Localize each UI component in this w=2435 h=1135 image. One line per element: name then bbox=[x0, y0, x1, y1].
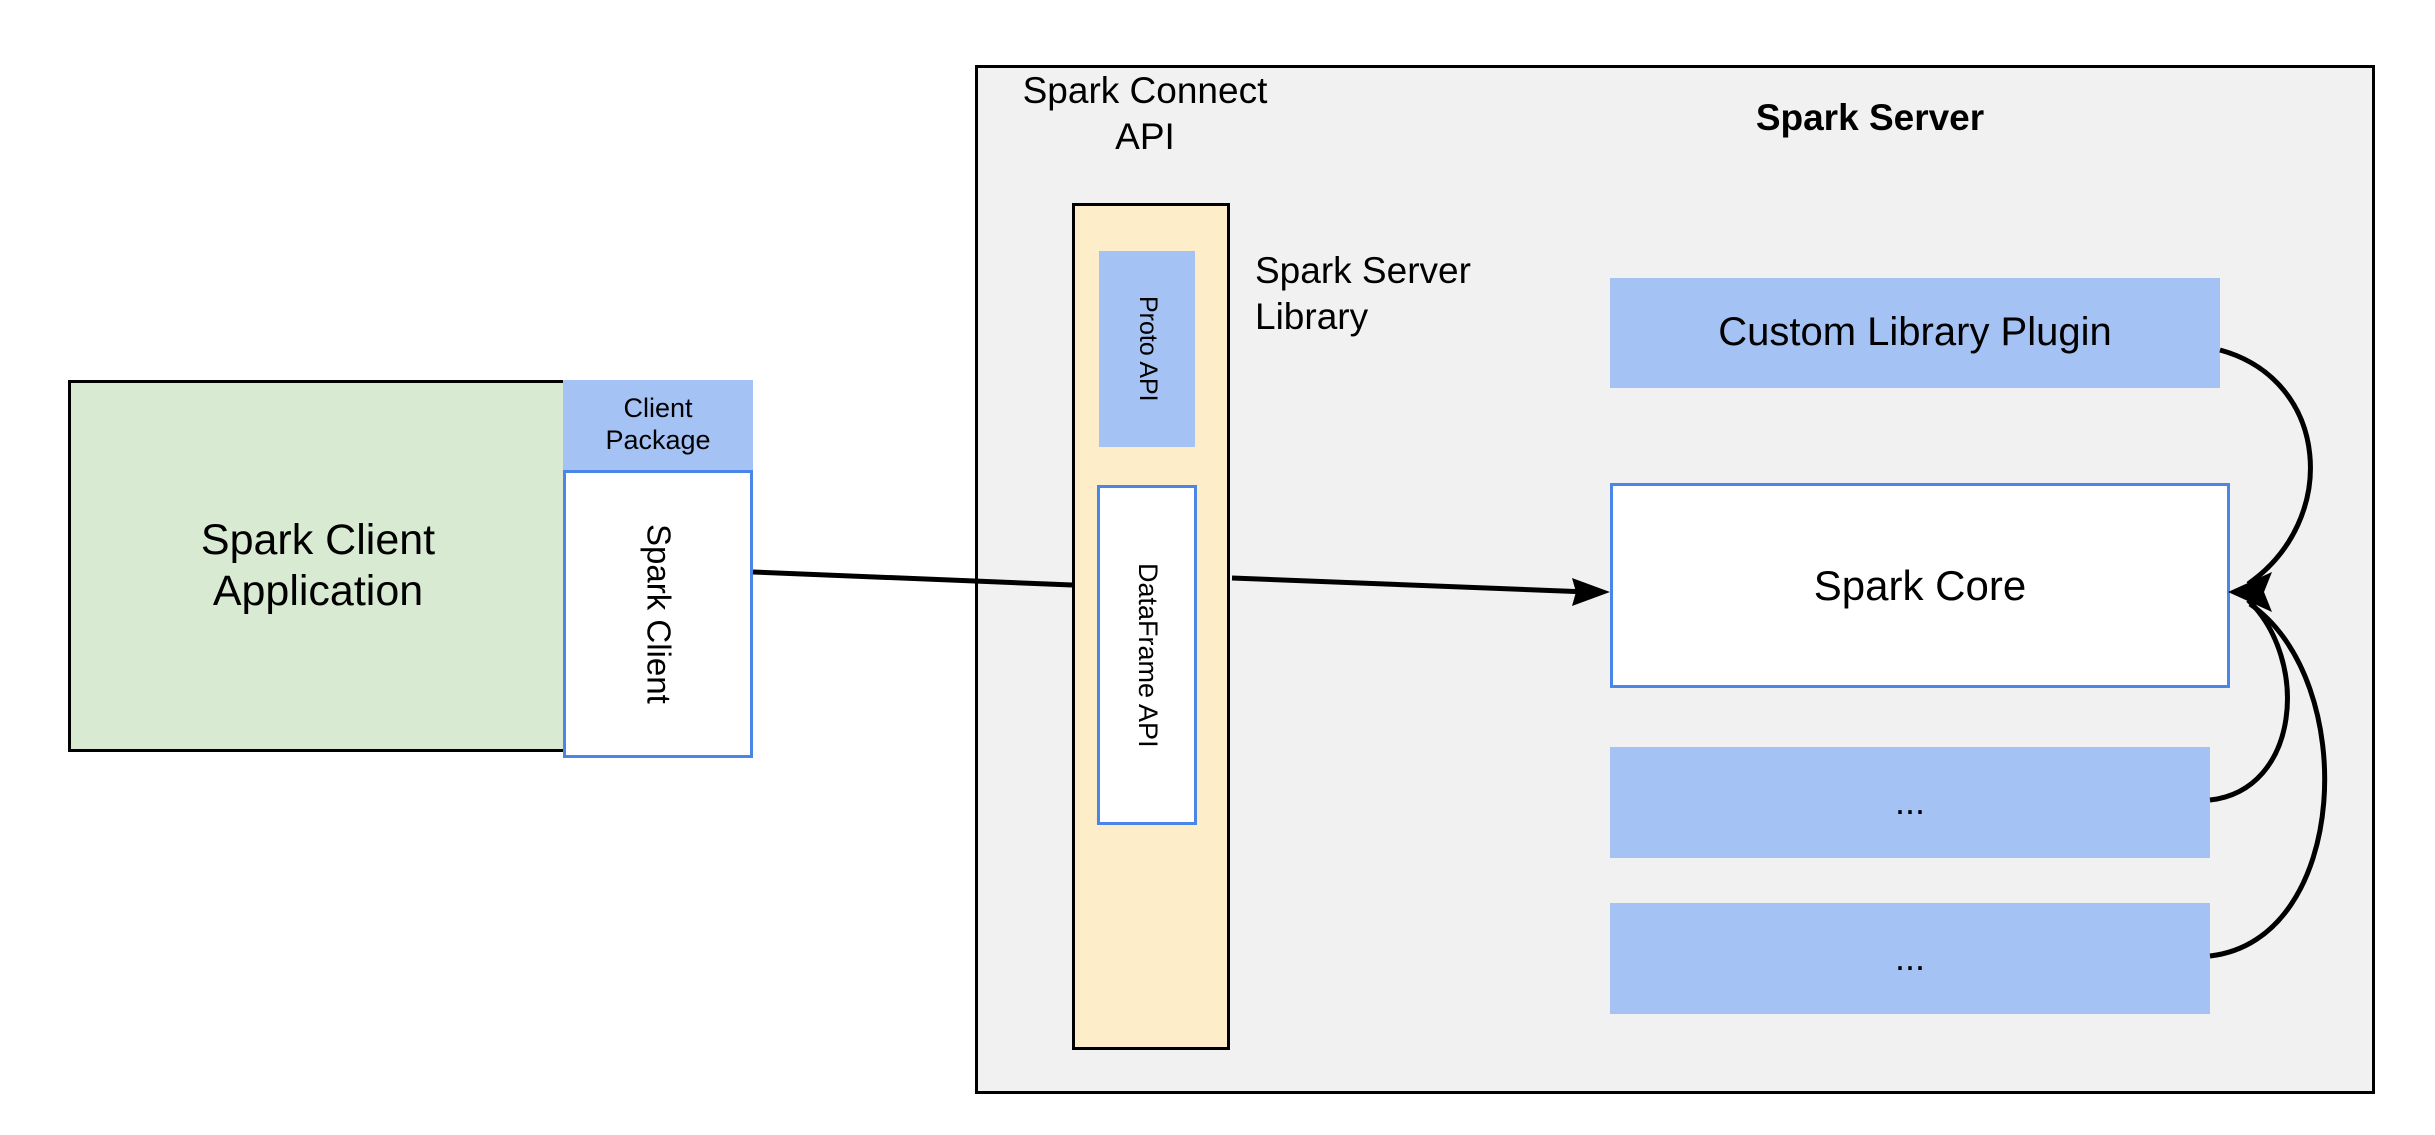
custom-library-plugin-label: Custom Library Plugin bbox=[1718, 310, 2112, 355]
spark-server-library-label: Spark Server Library bbox=[1255, 250, 1471, 338]
client-package-box[interactable]: Client Package bbox=[563, 380, 753, 470]
custom-library-plugin-box[interactable]: Custom Library Plugin bbox=[1610, 278, 2220, 388]
spark-client-box[interactable]: Spark Client bbox=[563, 470, 753, 758]
spark-client-label: Spark Client bbox=[640, 524, 678, 704]
ellipsis-box-1-label: ... bbox=[1894, 781, 1925, 823]
ellipsis-box-2-label: ... bbox=[1894, 937, 1925, 979]
proto-api-label: Proto API bbox=[1133, 296, 1162, 402]
dataframe-api-label: DataFrame API bbox=[1132, 562, 1163, 748]
spark-server-title: Spark Server bbox=[1755, 97, 1985, 138]
spark-client-application-box[interactable]: Spark Client Application bbox=[68, 380, 568, 752]
spark-client-application-label: Spark Client Application bbox=[200, 516, 436, 615]
proto-api-box[interactable]: Proto API bbox=[1099, 251, 1195, 447]
ellipsis-box-1[interactable]: ... bbox=[1610, 747, 2210, 858]
ellipsis-box-2[interactable]: ... bbox=[1610, 903, 2210, 1014]
client-package-label: Client Package bbox=[605, 393, 711, 455]
dataframe-api-box[interactable]: DataFrame API bbox=[1097, 485, 1197, 825]
spark-core-label: Spark Core bbox=[1813, 561, 2027, 609]
spark-core-box[interactable]: Spark Core bbox=[1610, 483, 2230, 688]
spark-connect-api-label: Spark Connect API bbox=[1022, 70, 1268, 158]
